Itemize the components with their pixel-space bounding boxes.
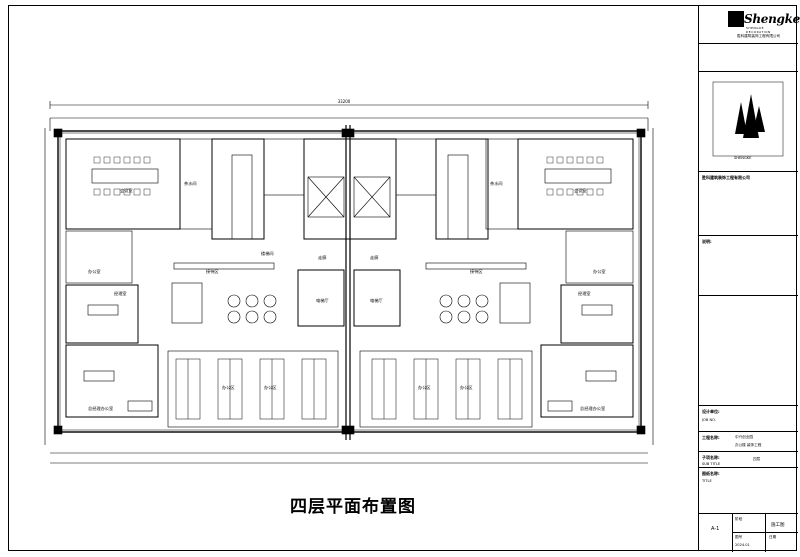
- sheet-number: A-1: [711, 526, 720, 532]
- title-block-sheet-info: A-1 阶段 施工图 图号 2024.01 日期: [699, 513, 798, 552]
- room-label-meeting-right: 会议室: [574, 187, 587, 194]
- title-block-emblem-area: SHENGKE: [699, 71, 798, 171]
- floor-plan: 33200 会议室 会议室 办公室 办公室 经理室 经理室 总经理办公室 总经理…: [8, 5, 698, 551]
- meeting-room-right: [517, 138, 634, 230]
- room-label-pantry-right: 茶水间: [490, 180, 503, 187]
- room-label-open-office-4: 办公区: [460, 384, 473, 391]
- field-value-drawing-name: TITLE: [702, 479, 712, 483]
- field-label-subitem: 子项名称:: [702, 455, 720, 460]
- room-label-gm-left: 总经理办公室: [88, 405, 113, 412]
- brand-logo: Shengke SHENGKE DECORATION: [713, 11, 800, 34]
- room-label-lobby-left: 电梯厅: [316, 297, 329, 304]
- room-label-corridor-right: 走廊: [370, 254, 378, 261]
- brand-logo-mark: [728, 11, 744, 27]
- title-block-notes: 说明:: [699, 235, 798, 295]
- company-emblem: [712, 81, 784, 157]
- notes-heading: 说明:: [702, 239, 712, 244]
- room-label-open-office-3: 办公区: [418, 384, 431, 391]
- dimension-overall: 33200: [338, 99, 351, 104]
- field-value-project-sub: 办公楼 装饰工程: [735, 443, 762, 447]
- title-block-company-area: 胜科建筑装饰工程有限公司: [699, 171, 798, 235]
- room-label-open-office-2: 办公区: [264, 384, 277, 391]
- company-name: 胜科建筑装饰工程有限公司: [737, 34, 781, 38]
- room-label-gm-right: 总经理办公室: [580, 405, 605, 412]
- field-value-subitem: SUB TITLE: [702, 462, 721, 466]
- title-block-license-area: [699, 43, 798, 71]
- room-label-office-right: 办公室: [593, 268, 606, 275]
- field-value-project: 中兴创业园: [735, 435, 753, 439]
- meeting-room-left: [65, 138, 181, 230]
- room-label-lobby-right: 电梯厅: [370, 297, 383, 304]
- room-label-corridor-left: 走廊: [318, 254, 326, 261]
- emblem-caption: SHENGKE: [734, 156, 752, 160]
- brand-subtitle: SHENGKE DECORATION: [746, 26, 771, 34]
- stage-value: 施工图: [771, 523, 785, 528]
- field-label-design-unit: 设计单位:: [702, 409, 720, 414]
- drawing-title-text: 四层平面布置图: [290, 497, 416, 517]
- room-label-manager-left: 经理室: [114, 290, 127, 296]
- drawing-title: 四层平面布置图: [8, 492, 698, 517]
- field-value-subitem-cn: 四层: [753, 457, 761, 461]
- title-block-signatures: [699, 295, 798, 405]
- stage-label: 阶段: [735, 517, 743, 521]
- brand-name: Shengke: [744, 12, 800, 26]
- room-label-stair: 楼梯间: [261, 250, 274, 257]
- field-value-design-unit: JOB NO.: [702, 418, 717, 422]
- sheet-label: 图号: [735, 535, 743, 539]
- field-design-unit: 设计单位: JOB NO.: [699, 405, 798, 431]
- field-project: 工程名称: 中兴创业园 办公楼 装饰工程: [699, 431, 798, 451]
- field-label-project: 工程名称:: [702, 435, 720, 440]
- stair-left: [211, 138, 265, 240]
- room-label-meeting-left: 会议室: [120, 187, 133, 194]
- field-drawing-name: 图纸名称: TITLE: [699, 467, 798, 513]
- lobby-box-left: [297, 269, 345, 327]
- field-label-drawing-name: 图纸名称:: [702, 471, 720, 476]
- date-value: 2024.01: [735, 543, 750, 547]
- room-label-open-office-1: 办公区: [222, 384, 235, 391]
- field-subitem: 子项名称: SUB TITLE 四层: [699, 451, 798, 467]
- sheet-frame: [8, 5, 797, 551]
- room-label-pantry-left: 茶水间: [184, 180, 197, 187]
- room-label-reception-right: 接待区: [470, 268, 483, 275]
- floor-plan-svg: 33200 会议室 会议室 办公室 办公室 经理室 经理室 总经理办公室 总经理…: [44, 99, 654, 464]
- room-label-manager-right: 经理室: [578, 290, 591, 296]
- title-block: Shengke SHENGKE DECORATION 胜科建筑装饰工程有限公司 …: [698, 5, 800, 552]
- company-block-name: 胜科建筑装饰工程有限公司: [702, 175, 750, 180]
- room-label-office-left: 办公室: [88, 268, 101, 275]
- room-label-reception-left: 接待区: [206, 268, 219, 275]
- date-label: 日期: [769, 535, 777, 539]
- lobby-box-right: [353, 269, 401, 327]
- stair-right: [435, 138, 489, 240]
